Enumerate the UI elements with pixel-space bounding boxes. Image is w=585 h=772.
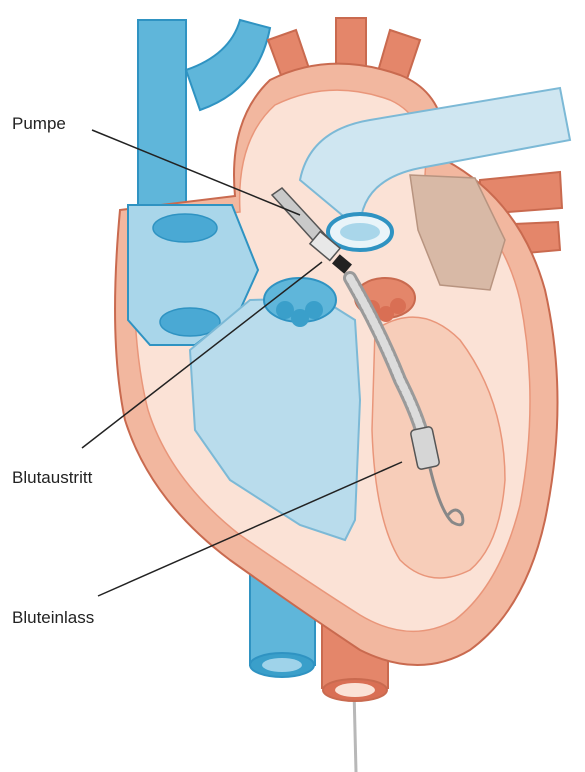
atrium-opening-top — [153, 214, 217, 242]
catheter-wire — [354, 690, 356, 772]
pump-label: Pumpe — [12, 114, 66, 134]
blood-inlet-label: Bluteinlass — [12, 608, 94, 628]
superior-vena-cava — [138, 20, 186, 210]
blood-outlet-label: Blutaustritt — [12, 468, 92, 488]
